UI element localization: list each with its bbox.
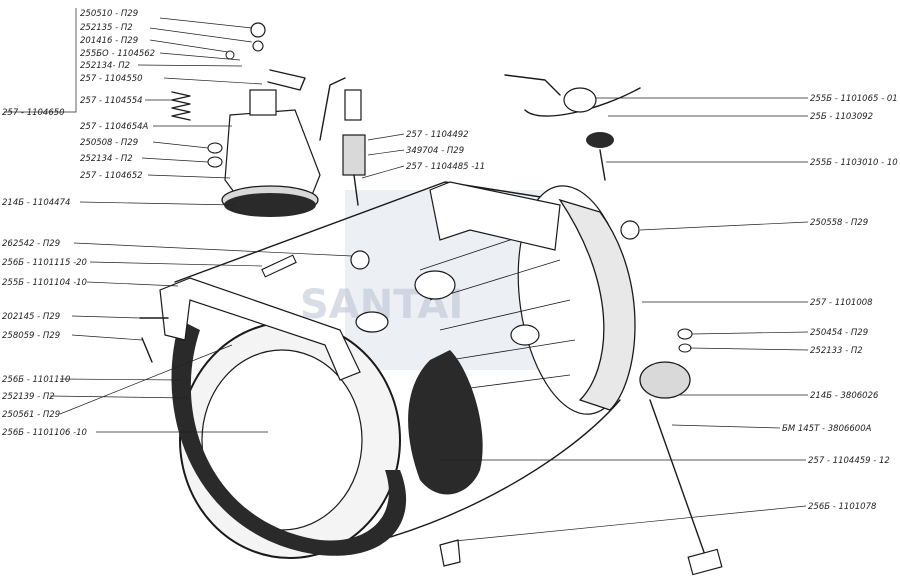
label-1103092: 25Б - 1103092 xyxy=(810,112,873,122)
label-252139: 252139 - П2 xyxy=(2,392,55,402)
label-1101065: 255Б - 1101065 - 01 xyxy=(810,94,898,104)
label-1103010: 255Б - 1103010 - 10 xyxy=(810,158,898,168)
right-small-parts xyxy=(439,220,723,576)
label-1104650: 257 - 1104650 xyxy=(2,108,65,118)
label-1101106: 256Б - 1101106 -10 xyxy=(2,428,87,438)
label-1104654a: 257 - 1104654А xyxy=(80,122,149,132)
label-201416: 201416 - П29 xyxy=(80,36,138,46)
label-250454: 250454 - П29 xyxy=(810,328,868,338)
filler-valve-assembly xyxy=(171,22,321,217)
label-1104485: 257 - 1104485 -11 xyxy=(406,162,485,172)
label-262542: 262542 - П29 xyxy=(2,239,60,249)
gauge-sender xyxy=(319,77,366,206)
leader-lines xyxy=(4,8,809,542)
part-labels-right: 255Б - 1101065 - 01 25Б - 1103092 255Б -… xyxy=(782,94,898,512)
label-1101115: 256Б - 1101115 -20 xyxy=(2,258,87,268)
left-small-parts xyxy=(139,250,540,363)
label-1101104: 255Б - 1101104 -10 xyxy=(2,278,87,288)
label-258059: 258059 - П29 xyxy=(2,331,60,341)
label-1104459: 257 - 1104459 - 12 xyxy=(808,456,890,466)
label-250558: 250558 - П29 xyxy=(810,218,868,228)
fuel-tank-body xyxy=(159,181,636,559)
label-255bo-1104562: 255БО - 1104562 xyxy=(80,49,155,59)
label-252134-a: 252134- П2 xyxy=(80,61,130,71)
label-3806600a: БМ 145Т - 3806600А xyxy=(782,424,872,434)
label-250508: 250508 - П29 xyxy=(80,138,138,148)
label-3806026: 214Б - 3806026 xyxy=(810,391,879,401)
label-1101008: 257 - 1101008 xyxy=(810,298,873,308)
label-1104652: 257 - 1104652 xyxy=(80,171,143,181)
label-252134-b: 252134 - П2 xyxy=(80,154,133,164)
part-labels-center: 257 - 1104492 349704 - П29 257 - 1104485… xyxy=(406,130,485,172)
label-1104474: 214Б - 1104474 xyxy=(2,198,70,208)
label-252135: 252135 - П2 xyxy=(80,23,133,33)
label-250510: 250510 - П29 xyxy=(80,9,138,19)
vent-pipe-assembly xyxy=(504,74,641,181)
label-1104550: 257 - 1104550 xyxy=(80,74,143,84)
label-1101110: 256Б - 1101110 xyxy=(2,375,70,385)
label-349704: 349704 - П29 xyxy=(406,146,464,156)
label-202145: 202145 - П29 xyxy=(2,312,60,322)
label-1104492: 257 - 1104492 xyxy=(406,130,469,140)
bracket-1104650 xyxy=(4,8,77,113)
part-labels-left: 250510 - П29 252135 - П2 201416 - П29 25… xyxy=(2,9,155,438)
label-252133: 252133 - П2 xyxy=(810,346,863,356)
label-1101078: 256Б - 1101078 xyxy=(808,502,877,512)
label-250561: 250561 - П29 xyxy=(2,410,60,420)
label-1104554: 257 - 1104554 xyxy=(80,96,143,106)
